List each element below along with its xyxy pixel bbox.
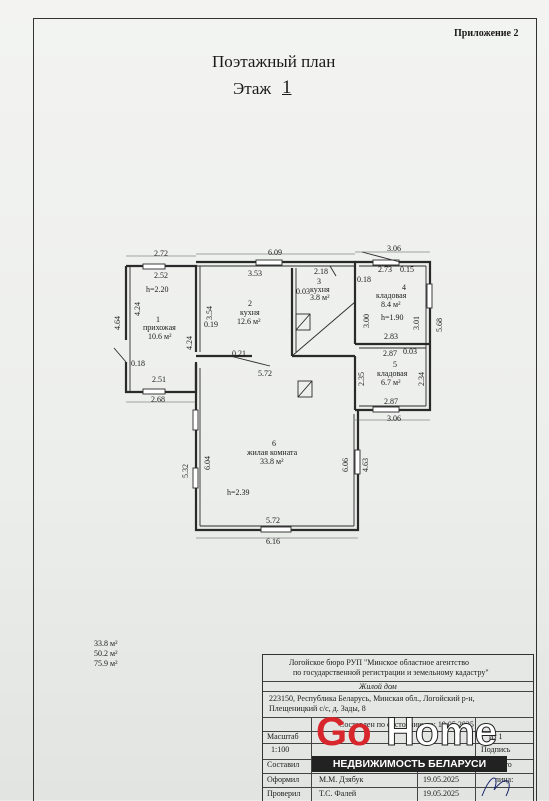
page-frame <box>33 18 537 801</box>
room-4-number: 4 <box>402 283 406 292</box>
room-4-area: 8.4 м² <box>381 300 401 309</box>
scale-value: 1:100 <box>271 745 290 754</box>
room-1-area: 10.6 м² <box>148 332 172 341</box>
logo-go: Go <box>316 710 372 754</box>
room-4-name: кладовая <box>376 291 407 300</box>
floor-label: Этаж <box>233 79 272 98</box>
dim-store-287b: 2.87 <box>384 397 398 406</box>
persons-label: лица: <box>495 775 514 784</box>
dim-store-273: 2.73 <box>378 265 392 274</box>
dim-kitchen-353: 3.53 <box>248 269 262 278</box>
dim-store-top: 3.06 <box>387 244 401 253</box>
page-title: Поэтажный план <box>212 52 336 71</box>
room-1-height: h=2.20 <box>146 285 169 294</box>
room-6-number: 6 <box>272 439 276 448</box>
dim-kitchen-572: 5.72 <box>258 369 272 378</box>
dim-small-018: 0.18 <box>357 275 371 284</box>
room-5-number: 5 <box>393 360 397 369</box>
dim-kitchen-021: 0.21 <box>232 349 246 358</box>
room-3-name: кухня <box>310 285 330 294</box>
dim-top-left: 2.72 <box>154 249 168 258</box>
room-1-number: 1 <box>156 315 160 324</box>
composed-label: Составил <box>267 760 300 769</box>
issued-label: Оформил <box>267 775 300 784</box>
dim-store-287a: 2.87 <box>383 349 397 358</box>
dim-room-616: 6.16 <box>266 537 280 546</box>
address-line-2: Плещеницкий с/с, д. Зады, 8 <box>269 704 366 713</box>
dim-store-283: 2.83 <box>384 332 398 341</box>
room-6-height: h=2.39 <box>227 488 250 497</box>
object-name: Жилой дом <box>359 682 397 691</box>
dim-room-572: 5.72 <box>266 516 280 525</box>
room-6-area: 33.8 м² <box>260 457 284 466</box>
room-2-area: 12.6 м² <box>237 317 261 326</box>
total-living: 33.8 м² <box>94 639 118 648</box>
dim-left-bottom-inner: 2.51 <box>152 375 166 384</box>
room-5-area: 6.7 м² <box>381 378 401 387</box>
dim-store-015: 0.15 <box>400 265 414 274</box>
signature-label: Подпись <box>481 745 511 754</box>
dim-kitchen-top: 6.09 <box>268 248 282 257</box>
issued-name: М.М. Дзябук <box>319 775 364 784</box>
room-2-number: 2 <box>248 299 252 308</box>
issued-date: 19.05.2025 <box>423 775 459 784</box>
checked-name: Т.С. Фалей <box>319 789 357 798</box>
dim-left-018: 0.18 <box>131 359 145 368</box>
dim-store-003: 0.03 <box>403 347 417 356</box>
room-3-number: 3 <box>317 277 321 286</box>
gohome-watermark: Go Home НЕДВИЖИМОСТЬ БЕЛАРУСИ <box>312 712 507 772</box>
dim-small-003: 0.03 <box>296 287 310 296</box>
total-all: 75.9 м² <box>94 659 118 668</box>
logo-tagline: НЕДВИЖИМОСТЬ БЕЛАРУСИ <box>312 756 507 772</box>
room-5-name: кладовая <box>377 369 408 378</box>
logo-home: Home <box>385 710 498 754</box>
floor-number: 1 <box>282 77 292 98</box>
room-2-name: кухня <box>240 308 260 317</box>
sheets-count: из 1 <box>489 732 503 741</box>
dim-left-top: 2.52 <box>154 271 168 280</box>
dim-kitchen-019: 0.19 <box>204 320 218 329</box>
room-1-name: прихожая <box>143 323 176 332</box>
scale-label: Масштаб <box>267 732 299 741</box>
dim-left-bottom: 2.68 <box>151 395 165 404</box>
checked-label: Проверил <box>267 789 301 798</box>
appendix-label: Приложение 2 <box>454 28 519 39</box>
dim-small-218: 2.18 <box>314 267 328 276</box>
dim-store-bottom: 3.06 <box>387 414 401 423</box>
org-line-2: по государственной регистрации и земельн… <box>293 668 489 677</box>
org-line-1: Логойское бюро РУП "Минское областное аг… <box>289 658 469 667</box>
room-6-name: жилая комната <box>247 448 298 457</box>
room-4-height: h=1.90 <box>381 313 404 322</box>
address-line-1: 223150, Республика Беларусь, Минская обл… <box>269 694 475 703</box>
room-3-area: 3.8 м² <box>310 293 330 302</box>
checked-date: 19.05.2025 <box>423 789 459 798</box>
total-main: 50.2 м² <box>94 649 118 658</box>
compiled-date: Составлен по состоянию на: 19.05.2025 <box>339 720 474 729</box>
